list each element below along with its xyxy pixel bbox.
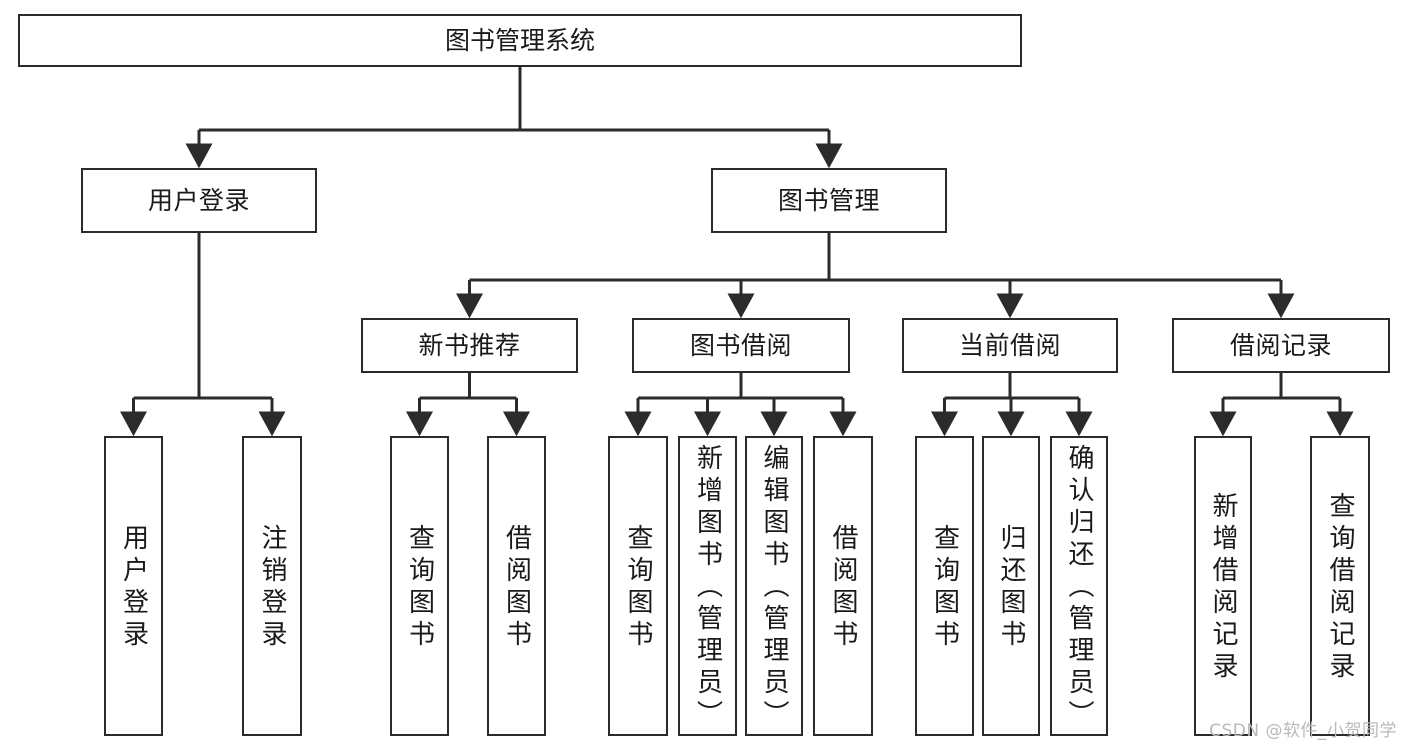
node-label: 查询图书 — [623, 524, 653, 652]
node-book-borrow[interactable]: 图书借阅 — [632, 318, 850, 373]
node-label: 新书推荐 — [418, 330, 521, 360]
node-label: 图书借阅 — [689, 330, 792, 360]
node-leaf-cb-query[interactable]: 查询图书 — [915, 436, 974, 736]
node-leaf-user-login[interactable]: 用户登录 — [104, 436, 163, 736]
node-label: 查询图书 — [929, 524, 960, 652]
node-root[interactable]: 图书管理系统 — [18, 14, 1022, 67]
node-leaf-bb-edit[interactable]: 编辑图书（管理员） — [745, 436, 803, 736]
node-leaf-user-logout[interactable]: 注销登录 — [242, 436, 302, 736]
node-label: 图书管理系统 — [444, 25, 595, 55]
node-leaf-cb-return[interactable]: 归还图书 — [982, 436, 1040, 736]
node-label: 编辑图书（管理员） — [759, 444, 789, 732]
node-leaf-bb-borrow[interactable]: 借阅图书 — [813, 436, 873, 736]
node-leaf-bb-add[interactable]: 新增图书（管理员） — [678, 436, 737, 736]
node-label: 借阅图书 — [501, 524, 532, 652]
node-label: 用户登录 — [118, 524, 149, 652]
node-label: 注销登录 — [257, 524, 287, 652]
node-label: 新增图书（管理员） — [692, 444, 723, 732]
node-label: 借阅记录 — [1229, 330, 1332, 360]
node-label: 当前借阅 — [958, 330, 1061, 360]
node-leaf-br-query[interactable]: 查询借阅记录 — [1310, 436, 1370, 736]
node-current-borrow[interactable]: 当前借阅 — [902, 318, 1118, 373]
node-leaf-rec-query[interactable]: 查询图书 — [390, 436, 449, 736]
node-label: 新增借阅记录 — [1208, 492, 1238, 684]
node-new-book-rec[interactable]: 新书推荐 — [361, 318, 578, 373]
node-leaf-br-add[interactable]: 新增借阅记录 — [1194, 436, 1252, 736]
node-leaf-rec-borrow[interactable]: 借阅图书 — [487, 436, 546, 736]
node-label: 查询借阅记录 — [1325, 492, 1355, 684]
node-label: 归还图书 — [996, 524, 1026, 652]
node-book-manage[interactable]: 图书管理 — [711, 168, 947, 233]
node-label: 借阅图书 — [828, 524, 858, 652]
node-label: 用户登录 — [147, 185, 250, 215]
node-label: 查询图书 — [404, 524, 435, 652]
node-label: 图书管理 — [777, 185, 880, 215]
csdn-watermark: CSDN @软件_小贺同学 — [1209, 721, 1397, 741]
node-leaf-cb-confirm[interactable]: 确认归还（管理员） — [1050, 436, 1108, 736]
node-borrow-record[interactable]: 借阅记录 — [1172, 318, 1390, 373]
node-label: 确认归还（管理员） — [1064, 444, 1094, 732]
node-leaf-bb-query[interactable]: 查询图书 — [608, 436, 668, 736]
node-user-login[interactable]: 用户登录 — [81, 168, 317, 233]
